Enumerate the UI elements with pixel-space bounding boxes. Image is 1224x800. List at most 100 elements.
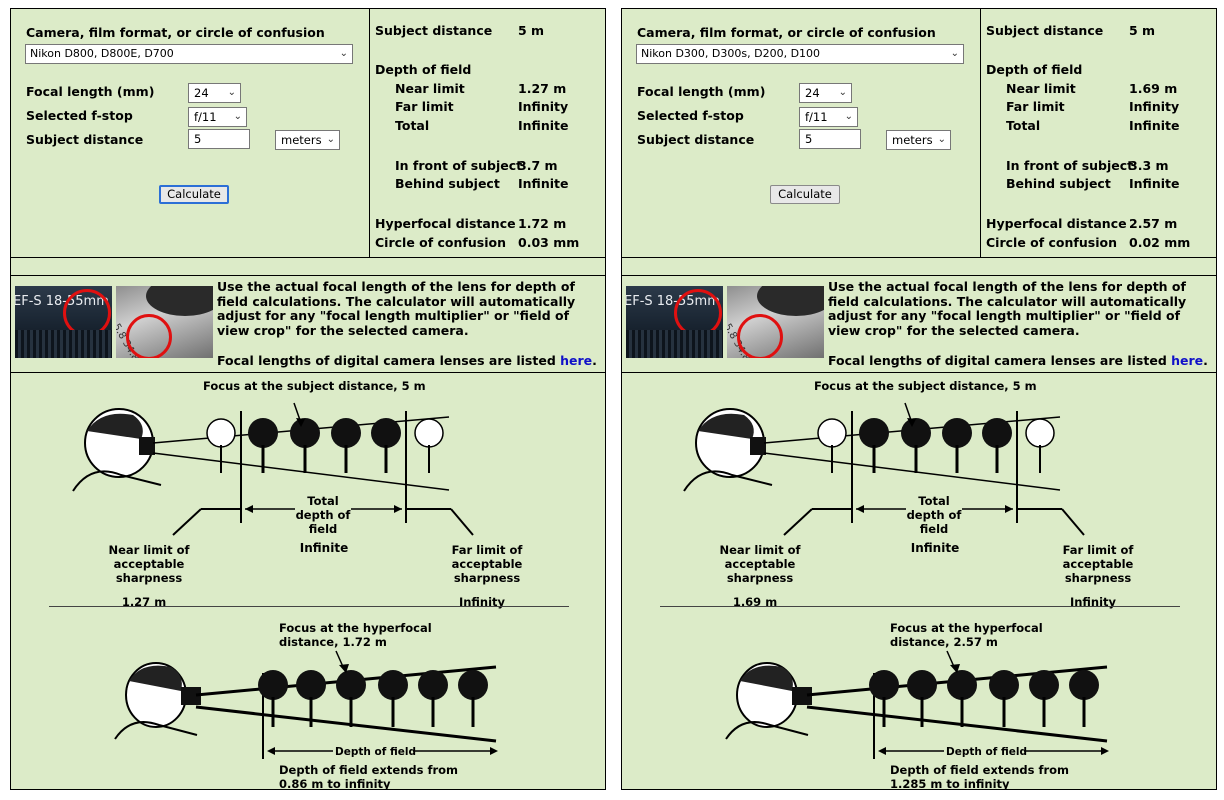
total-dof-value: Infinite <box>299 541 349 555</box>
near-limit-label: Near limit <box>395 81 465 96</box>
lens-photo-compact: 5.8 34.8mm :2.8-4.8 <box>727 286 824 358</box>
results-divider <box>980 9 981 257</box>
focal-length-label: Focal length (mm) <box>26 84 155 99</box>
far-limit-label: Far limit <box>395 99 454 114</box>
behind-value: Infinite <box>518 176 569 191</box>
focal-length-select[interactable]: 24 ⌄ <box>799 83 852 103</box>
dof-extends-caption: Depth of field extends from 1.285 m to i… <box>890 763 1070 790</box>
dof-illustration <box>72 402 498 759</box>
chevron-down-icon: ⌄ <box>339 48 348 59</box>
lens-photo-18-55: EF-S 18-55mm <box>15 286 112 358</box>
calculate-button[interactable]: Calculate <box>770 185 840 204</box>
result-subject-distance-label: Subject distance <box>375 23 493 38</box>
subject-distance-label: Subject distance <box>637 132 755 147</box>
calculate-button[interactable]: Calculate <box>159 185 229 204</box>
near-sharpness-caption: Near limit of acceptable sharpness <box>719 543 801 585</box>
photographer-figure-top <box>72 408 162 492</box>
fstop-select[interactable]: f/11 ⌄ <box>188 107 247 127</box>
diagram-separator <box>660 606 1180 607</box>
tree-row-top <box>206 418 444 473</box>
near-limit-value: 1.69 m <box>1129 81 1178 96</box>
highlight-circle <box>737 314 783 358</box>
far-sharpness-caption: Far limit of acceptable sharpness <box>1062 543 1134 585</box>
camera-select-value: Nikon D300, D300s, D200, D100 <box>641 47 821 60</box>
focal-length-select[interactable]: 24 ⌄ <box>188 83 241 103</box>
dof-diagrams: Focus at the subject distance, 5 m <box>622 373 1216 790</box>
behind-label: Behind subject <box>395 176 500 191</box>
focal-length-value: 24 <box>805 86 820 100</box>
front-value: 3.3 m <box>1129 158 1169 173</box>
focal-lengths-note: Focal lengths of digital camera lenses a… <box>217 353 597 368</box>
lens-barrel <box>146 286 213 316</box>
front-label: In front of subject <box>395 158 523 173</box>
chevron-down-icon: ⌄ <box>844 111 853 122</box>
total-value: Infinite <box>1129 118 1180 133</box>
fstop-label: Selected f-stop <box>26 108 133 123</box>
photographer-figure-top <box>683 408 773 492</box>
subject-distance-input[interactable]: 5 <box>799 129 861 149</box>
sight-line-lower <box>152 452 450 491</box>
info-section: EF-S 18-55mm 5.8 34.8mm :2.8-4.8 Use the… <box>11 275 605 373</box>
here-link[interactable]: here <box>1171 353 1204 368</box>
sight-line-lower-bottom <box>195 705 497 743</box>
lens-grip <box>15 330 112 358</box>
chevron-down-icon: ⌄ <box>937 134 946 145</box>
focus-arrow-bottom <box>339 664 349 673</box>
subject-distance-value: 5 <box>194 132 202 146</box>
fstop-value: f/11 <box>194 110 217 124</box>
far-limit-diagram-value: Infinity <box>1069 595 1117 609</box>
dof-calculator-panel-right: Camera, film format, or circle of confus… <box>621 8 1217 790</box>
focus-arrow-top <box>296 418 305 427</box>
fstop-select[interactable]: f/11 ⌄ <box>799 107 858 127</box>
distance-unit-select[interactable]: meters ⌄ <box>886 130 951 150</box>
far-limit-value: Infinity <box>518 99 569 114</box>
near-limit-label: Near limit <box>1006 81 1076 96</box>
chevron-down-icon: ⌄ <box>326 134 335 145</box>
fstop-label: Selected f-stop <box>637 108 744 123</box>
camera-select-value: Nikon D800, D800E, D700 <box>30 47 174 60</box>
camera-select[interactable]: Nikon D800, D800E, D700 ⌄ <box>25 44 353 64</box>
total-dof-caption: Total depth of field <box>906 494 962 536</box>
info-section: EF-S 18-55mm 5.8 34.8mm :2.8-4.8 Use the… <box>622 275 1216 373</box>
tree-row-bottom <box>258 670 488 727</box>
focus-hyperfocal-caption: Focus at the hyperfocal distance, 1.72 m <box>279 621 432 649</box>
focal-lengths-text: Focal lengths of digital camera lenses a… <box>217 353 561 368</box>
total-dof-value: Infinite <box>910 541 960 555</box>
dof-heading: Depth of field <box>375 62 472 77</box>
chevron-down-icon: ⌄ <box>950 48 959 59</box>
result-subject-distance-value: 5 m <box>518 23 545 38</box>
hyperfocal-value: 2.57 m <box>1129 216 1178 231</box>
dof-heading: Depth of field <box>986 62 1083 77</box>
tree-row-top <box>817 418 1055 473</box>
subject-distance-input[interactable]: 5 <box>188 129 250 149</box>
diagram-separator <box>49 606 569 607</box>
lens-photo-compact: 5.8 34.8mm :2.8-4.8 <box>116 286 213 358</box>
result-subject-distance-label: Subject distance <box>986 23 1104 38</box>
behind-label: Behind subject <box>1006 176 1111 191</box>
here-link[interactable]: here <box>560 353 593 368</box>
distance-unit-select[interactable]: meters ⌄ <box>275 130 340 150</box>
focus-subject-caption: Focus at the subject distance, 5 m <box>814 379 1037 393</box>
period: . <box>1203 353 1208 368</box>
info-text: Use the actual focal length of the lens … <box>217 279 576 338</box>
focus-arrow-top <box>907 418 916 427</box>
results-divider <box>369 9 370 257</box>
coc-value: 0.03 mm <box>518 235 580 250</box>
chevron-down-icon: ⌄ <box>227 87 236 98</box>
focus-subject-caption: Focus at the subject distance, 5 m <box>203 379 426 393</box>
camera-label: Camera, film format, or circle of confus… <box>637 25 936 40</box>
focus-hyperfocal-caption: Focus at the hyperfocal distance, 2.57 m <box>890 621 1043 649</box>
lens-grip <box>626 330 723 358</box>
near-limit-value: 1.27 m <box>518 81 567 96</box>
hyperfocal-label: Hyperfocal distance <box>375 216 516 231</box>
dof-extends-caption: Depth of field extends from 0.86 m to in… <box>279 763 459 790</box>
focal-length-value: 24 <box>194 86 209 100</box>
camera-select[interactable]: Nikon D300, D300s, D200, D100 ⌄ <box>636 44 964 64</box>
focal-length-label: Focal length (mm) <box>637 84 766 99</box>
subject-distance-value: 5 <box>805 132 813 146</box>
subject-distance-label: Subject distance <box>26 132 144 147</box>
distance-unit-value: meters <box>892 133 933 147</box>
camera-label: Camera, film format, or circle of confus… <box>26 25 325 40</box>
total-label: Total <box>1006 118 1041 133</box>
coc-value: 0.02 mm <box>1129 235 1191 250</box>
